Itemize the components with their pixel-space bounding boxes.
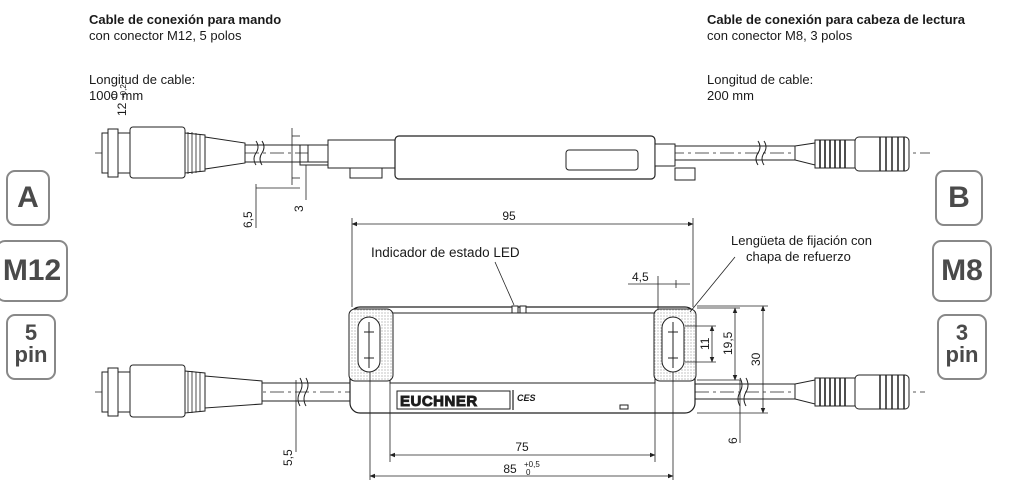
- left-cable-title: Cable de conexión para mando: [89, 12, 282, 27]
- badge-pins-word: pin: [14, 342, 48, 367]
- led-callout: Indicador de estado LED: [371, 245, 520, 260]
- dim-6: 6: [726, 437, 740, 444]
- dim-85: 85: [503, 462, 517, 476]
- left-cable-subtitle: con conector M12, 5 polos: [89, 28, 242, 43]
- right-cable-title: Cable de conexión para cabeza de lectura: [707, 12, 965, 27]
- front-view: [95, 305, 925, 418]
- badge-pins-word: pin: [945, 342, 979, 367]
- front-view-dimensions: [295, 218, 768, 480]
- dim-5-5: 5,5: [281, 449, 295, 466]
- dim-75: 75: [515, 440, 529, 454]
- badge-pins-number: 5: [24, 320, 38, 345]
- badge-pins-3: 3 pin: [937, 314, 987, 380]
- right-cable-length-label: Longitud de cable:: [707, 72, 814, 87]
- badge-pins-5: 5 pin: [6, 314, 56, 380]
- right-cable-subtitle: con conector M8, 3 polos: [707, 28, 853, 43]
- badge-connector-a: A: [6, 170, 50, 226]
- badge-letter: A: [17, 181, 39, 214]
- logo-brand: EUCHNER: [400, 393, 478, 410]
- tab-callout-line2: chapa de refuerzo: [746, 249, 851, 264]
- dim-30: 30: [749, 352, 763, 366]
- side-view: [95, 126, 930, 181]
- dim-12-tol-lower: -0,2: [119, 84, 128, 98]
- dim-6-5: 6,5: [241, 211, 255, 228]
- dim-95: 95: [502, 209, 516, 223]
- badge-connector-type: M8: [941, 254, 983, 287]
- dim-11: 11: [698, 337, 712, 350]
- right-cable-length-value: 200 mm: [707, 88, 754, 103]
- dim-12: 12: [115, 102, 129, 116]
- left-cable-length-label: Longitud de cable:: [89, 72, 196, 87]
- logo-mark: CES: [517, 393, 536, 403]
- left-cable-length-value: 1000 mm: [89, 88, 144, 103]
- badge-connector-m12: M12: [0, 240, 68, 302]
- dim-19-5: 19,5: [721, 331, 735, 355]
- dim-3: 3: [292, 205, 306, 212]
- badge-connector-type: M12: [2, 254, 62, 287]
- badge-connector-b: B: [935, 170, 983, 226]
- badge-letter: B: [948, 181, 970, 214]
- dim-4-5: 4,5: [632, 270, 649, 284]
- badge-pins-number: 3: [955, 320, 969, 345]
- euchner-logo: EUCHNER CES: [396, 390, 536, 410]
- dim-85-tol-lower: 0: [526, 468, 531, 477]
- tab-callout-line1: Lengüeta de fijación con: [731, 233, 872, 248]
- dim-12-tol-upper: 0: [110, 93, 119, 98]
- side-view-dimensions: [255, 128, 307, 228]
- dim-85-tol-upper: +0,5: [524, 460, 540, 469]
- badge-connector-m8: M8: [932, 240, 992, 302]
